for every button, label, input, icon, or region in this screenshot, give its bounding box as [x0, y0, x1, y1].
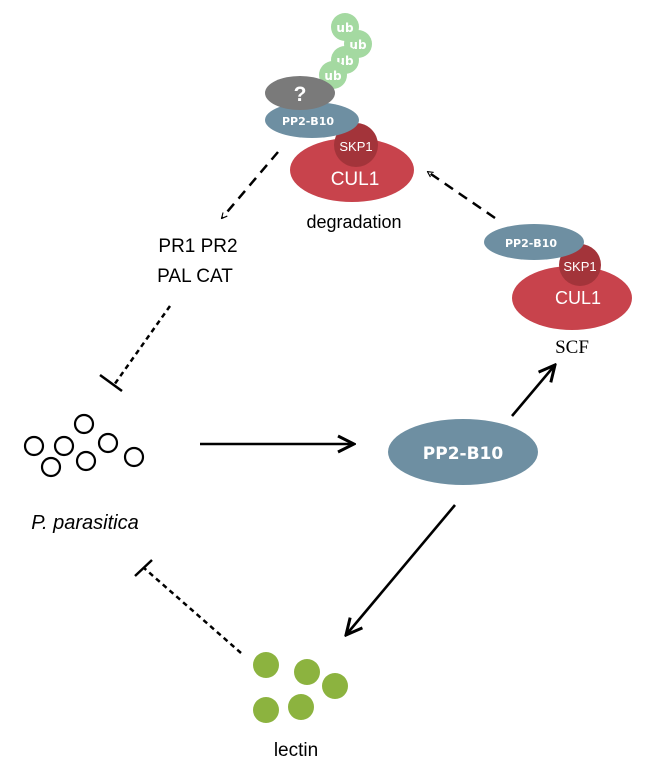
defense-genes: PR1 PR2 PAL CAT: [157, 236, 237, 287]
pp2b10-protein-label: PP2-B10: [423, 444, 504, 464]
ubiquitin-chain: ub ub ub ub: [319, 13, 372, 89]
scf-complex: CUL1 SKP1 PP2-B10 SCF: [484, 224, 632, 358]
pathogen-label: P. parasitica: [31, 512, 138, 534]
ubiquitin-label: ub: [336, 21, 354, 35]
skp1-subunit: [334, 123, 378, 167]
ubiquitin-label: ub: [324, 69, 342, 83]
unknown-substrate: [265, 76, 335, 110]
lectin-particle: [288, 694, 314, 720]
skp1-label: SKP1: [339, 139, 372, 154]
unknown-substrate-label: ?: [294, 83, 307, 106]
cul1-label: CUL1: [555, 288, 601, 308]
center-pp2b10: PP2-B10: [388, 419, 538, 485]
lectin-particle: [322, 673, 348, 699]
arrows: [200, 151, 555, 635]
arrow-pp2b10-to-scf: [511, 365, 555, 417]
arrow-pp2b10-to-lectin: [346, 504, 456, 635]
cul1-subunit: [290, 138, 414, 202]
pathogen-cell: [123, 446, 145, 468]
pp2b10-label: PP2-B10: [505, 237, 557, 250]
pathogen-cell: [53, 435, 75, 457]
inhibitions: [99, 305, 242, 654]
lectin-cluster: [253, 652, 348, 723]
skp1-label: SKP1: [563, 259, 596, 274]
cul1-subunit: [512, 266, 632, 330]
pathogen-cell: [97, 432, 119, 454]
lectin-particle: [253, 697, 279, 723]
lectin-particle: [253, 652, 279, 678]
pathogen-cell: [40, 456, 62, 478]
inhibition-genes-to-pathogen: [99, 305, 172, 393]
pathogen-cell: [75, 450, 97, 472]
defense-genes-line-2: PAL CAT: [157, 266, 233, 287]
arrow-degradation-to-genes: [222, 151, 279, 218]
pp2b10-subunit: [265, 102, 359, 138]
ubiquitin-label: ub: [349, 38, 367, 52]
pathogen-cell: [73, 413, 95, 435]
pp2b10-subunit: [484, 224, 584, 260]
pp2b10-label: PP2-B10: [282, 115, 334, 128]
lectin-label: lectin: [274, 740, 318, 761]
pathogen-cells: [23, 413, 145, 478]
lectin-particle: [294, 659, 320, 685]
defense-genes-line-1: PR1 PR2: [158, 236, 237, 257]
inhibition-lectin-to-pathogen: [134, 559, 242, 654]
scf-caption: SCF: [555, 337, 589, 358]
degradation-complex: CUL1 SKP1 PP2-B10 ? degradation: [265, 76, 414, 232]
pp2b10-protein: [388, 419, 538, 485]
degradation-caption: degradation: [306, 212, 401, 232]
pathogen-cell: [23, 435, 45, 457]
arrow-scf-to-degradation: [428, 172, 496, 220]
cul1-label: CUL1: [331, 169, 380, 190]
